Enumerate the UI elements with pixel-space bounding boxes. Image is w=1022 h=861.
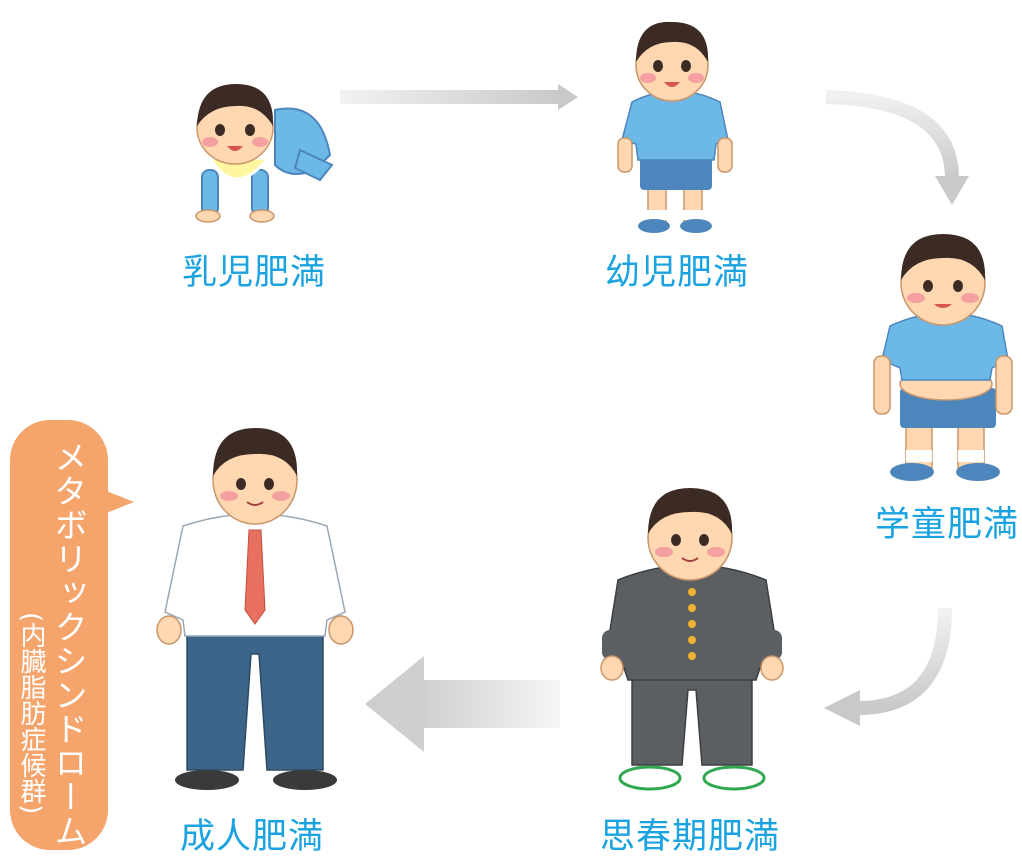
label-puberty-obesity: 思春期肥満 [600, 817, 781, 857]
arrow-infant-to-toddler [340, 84, 578, 110]
arrow-school-to-puberty [824, 607, 952, 726]
label-toddler-obesity: 幼児肥満 [605, 253, 750, 293]
bubble-sub-text: (内臓脂肪症候群) [16, 612, 46, 815]
school-child-figure [873, 234, 1013, 481]
arrow-puberty-to-adult [365, 656, 560, 752]
toddler-figure [617, 21, 733, 233]
label-infant-obesity: 乳児肥満 [182, 253, 327, 293]
infant-figure [195, 84, 334, 223]
puberty-figure [600, 488, 784, 791]
adult-figure [156, 428, 354, 790]
label-adult-obesity: 成人肥満 [180, 817, 325, 857]
label-school-obesity: 学童肥満 [875, 505, 1020, 545]
arrow-toddler-to-school [825, 90, 969, 205]
bubble-main-text: メタボリックシンドローム [49, 440, 88, 848]
bubble-tail [104, 490, 134, 514]
metabolic-syndrome-bubble [10, 420, 108, 850]
